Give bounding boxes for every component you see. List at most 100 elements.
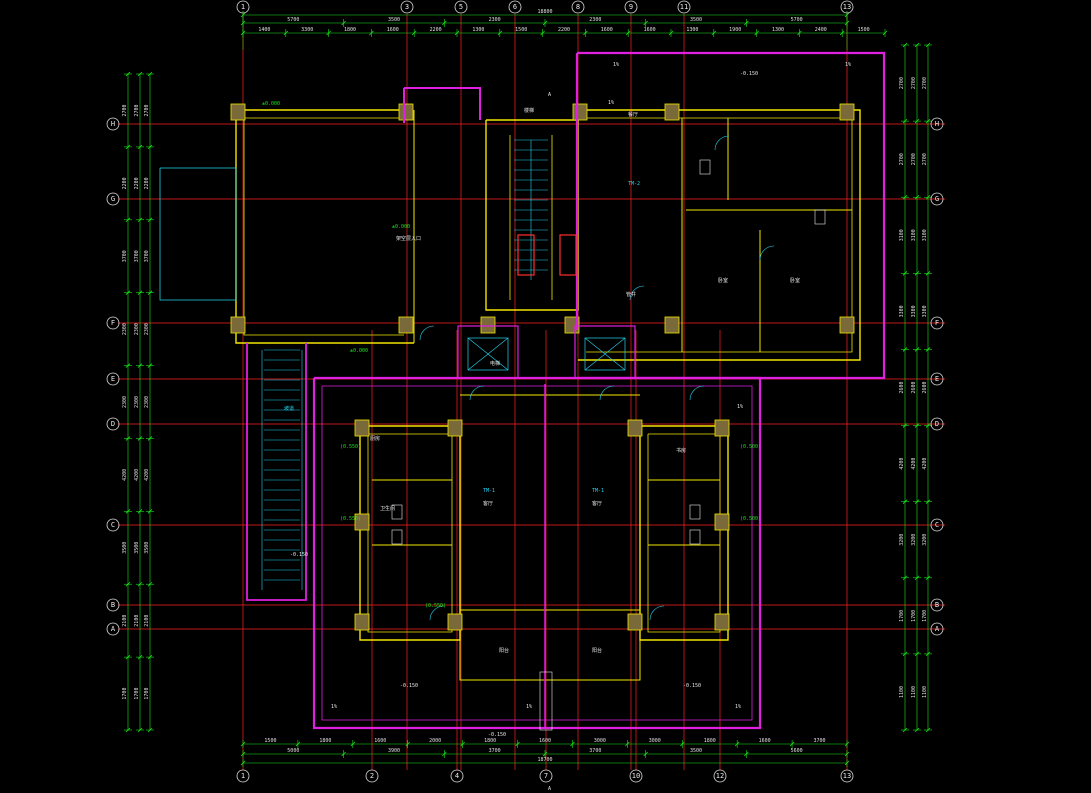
dim-top-chain-2-text-10: 1300 — [686, 27, 698, 33]
structural-column-18 — [627, 613, 643, 631]
dim-right-chain-2-text-6: 3200 — [911, 534, 917, 546]
dim-bottom-chain-2-text-1: 1800 — [319, 738, 331, 744]
dim-top-chain-2-slash-7 — [540, 30, 545, 36]
elevator-car-1 — [467, 337, 509, 371]
dim-bottom-chain-1-slash-3 — [542, 751, 548, 757]
dim-left-chain-3-text-5: 4200 — [144, 469, 150, 481]
dim-left-chain-inner-slash-9 — [137, 727, 143, 733]
structural-column-14 — [627, 419, 643, 437]
dim-bottom-chain-2-slash-11 — [844, 741, 850, 747]
structural-column-5 — [572, 103, 588, 121]
axis-bubble-left-2: G — [106, 192, 120, 206]
dim-top-chain-1-slash-2 — [442, 20, 447, 26]
note-tag-3: 1% — [845, 62, 851, 68]
axis-bubble-bottom-4-label: 7 — [544, 772, 548, 780]
dim-left-chain-outer-text-6: 3500 — [122, 542, 128, 554]
note-tag-2: 1% — [608, 100, 614, 106]
dim-top-chain-1-slash-4 — [643, 20, 648, 26]
room-label-bathroom-7: 卫生间 — [380, 505, 395, 512]
dim-top-chain-2-text-9: 1600 — [644, 27, 656, 33]
dim-top-chain-1-slash-6 — [844, 20, 850, 26]
dim-right-chain-3-slash-9 — [925, 727, 931, 733]
axis-bubble-bottom-2-circle — [365, 769, 379, 783]
dim-left-chain-outer-slash-6 — [125, 509, 131, 514]
dim-right-chain-2-text-7: 1700 — [911, 610, 917, 622]
dim-left-chain-3-slash-3 — [147, 290, 153, 295]
dim-left-chain-outer-slash-8 — [125, 654, 131, 660]
structural-column-3 — [230, 316, 246, 334]
dim-bottom-chain-1-text-2: 3700 — [489, 748, 501, 754]
dim-bottom-chain-2-text-4: 1800 — [484, 738, 496, 744]
dim-top-chain-2-text-4: 2200 — [430, 27, 442, 33]
dim-top-chain-1-text-4: 3500 — [690, 17, 702, 23]
axis-bubble-right-2: G — [930, 192, 944, 206]
axis-bubble-left-7-label: B — [111, 601, 115, 609]
boundary-elevator-left — [457, 325, 519, 379]
axis-bubble-top-5: 8 — [571, 0, 585, 14]
wall-hall-inner — [243, 118, 404, 336]
level-mark-1: ±0.000 — [262, 101, 280, 107]
dim-top-chain-2-text-14: 1500 — [858, 27, 870, 33]
axis-bubble-bottom-7: 13 — [840, 769, 854, 783]
dim-top-chain-2-slash-15 — [882, 30, 888, 36]
dim-right-chain-1-slash-1 — [902, 118, 908, 124]
dim-left-chain-3-slash-5 — [147, 436, 153, 441]
dim-left-chain-inner-text-2: 3700 — [134, 250, 140, 262]
dim-left-chain-outer-text-1: 2200 — [122, 177, 128, 189]
door-swing-3 — [599, 385, 615, 401]
dim-bottom-chain-2-slash-7 — [625, 741, 630, 747]
dim-left-chain-3-slash-1 — [147, 144, 153, 150]
axis-bubble-bottom-3: 4 — [450, 769, 464, 783]
dim-left-chain-3-slash-6 — [147, 509, 153, 514]
room-label-stair-14: 楼梯 — [524, 107, 534, 114]
axis-bubble-top-6-circle — [624, 0, 638, 14]
axis-bubble-top-8-circle — [840, 0, 854, 14]
shaft-left — [517, 234, 535, 276]
axis-bubble-right-8-circle — [930, 622, 944, 636]
axis-bubble-right-4-circle — [930, 372, 944, 386]
dim-left-chain-3-text-1: 2200 — [144, 177, 150, 189]
dim-right-chain-1-slash-8 — [902, 651, 908, 657]
axis-bubble-top-7-label: 11 — [680, 3, 688, 11]
axis-bubble-bottom-6: 12 — [713, 769, 727, 783]
dim-top-chain-2-slash-8 — [583, 30, 588, 36]
level-mark-8: -0.150 — [488, 732, 506, 738]
dim-bottom-chain-2-slash-3 — [405, 741, 411, 747]
axis-bubble-top-6-label: 9 — [629, 3, 633, 11]
structural-column-19 — [714, 613, 730, 631]
dim-bottom-chain-2-slash-1 — [295, 741, 301, 747]
structural-column-9 — [664, 316, 680, 334]
entry-canopy — [159, 167, 237, 301]
structural-column-6 — [664, 103, 680, 121]
axis-bubble-right-8-label: A — [935, 625, 940, 633]
structural-column-13 — [447, 419, 463, 437]
dim-left-chain-outer-slash-4 — [125, 363, 131, 368]
dim-right-chain-1-slash-6 — [902, 499, 908, 504]
axis-bubble-left-1-circle — [106, 117, 120, 131]
axis-bubble-left-6-circle — [106, 518, 120, 532]
dim-top-chain-2-text-2: 1800 — [344, 27, 356, 33]
dim-top-chain-2-slash-1 — [283, 30, 289, 36]
sanitary-fixture-2 — [391, 529, 403, 545]
level-mark-6: -0.150 — [400, 683, 418, 689]
dim-bottom-chain-2-text-10: 3700 — [814, 738, 826, 744]
axis-bubble-top-1: 1 — [236, 0, 250, 14]
axis-bubble-left-5: D — [106, 417, 120, 431]
axis-bubble-left-7-circle — [106, 598, 120, 612]
dim-left-chain-outer-text-0: 2700 — [122, 104, 128, 116]
axis-grid-layer — [118, 14, 945, 770]
dim-right-chain-2-slash-3 — [914, 271, 920, 276]
sanitary-fixture-1 — [391, 504, 403, 520]
dim-right-chain-3-text-2: 3100 — [922, 229, 928, 241]
axis-bubble-right-6-label: C — [935, 521, 939, 529]
axis-bubble-left-1: H — [106, 117, 120, 131]
axis-bubble-left-4: E — [106, 372, 120, 386]
dim-left-chain-outer-slash-9 — [125, 727, 131, 733]
dim-right-chain-1-slash-7 — [902, 575, 908, 581]
dim-right-chain-2-text-2: 3100 — [911, 229, 917, 241]
axis-bubble-top-2: 3 — [400, 0, 414, 14]
